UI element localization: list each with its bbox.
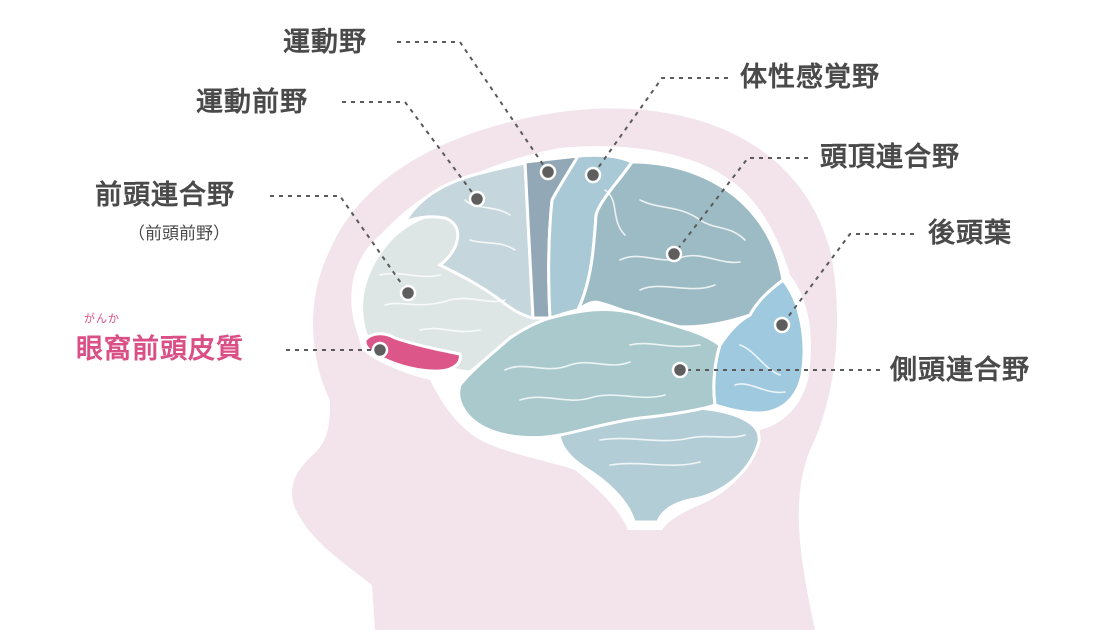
temporal-region <box>457 307 722 440</box>
label-prefrontal-association-area: 前頭連合野 <box>95 180 235 211</box>
marker-orbitofrontal <box>371 341 389 359</box>
marker-somatosensory <box>584 166 602 184</box>
marker-motor <box>539 163 557 181</box>
label-somatosensory-area: 体性感覚野 <box>740 62 880 93</box>
leader-somatosensory <box>592 77 728 176</box>
leader-occipital <box>781 233 914 326</box>
label-premotor-area: 運動前野 <box>196 87 308 118</box>
label-temporal-association-area: 側頭連合野 <box>890 355 1030 386</box>
premotor-region <box>401 161 535 320</box>
label-parietal-association-area: 頭頂連合野 <box>820 142 960 173</box>
marker-temporal <box>671 361 689 379</box>
marker-premotor <box>468 190 486 208</box>
leader-parietal <box>673 157 808 255</box>
label-orbitofrontal-reading: がんか <box>84 312 120 325</box>
leader-motor <box>397 41 549 173</box>
sulci <box>379 189 786 467</box>
label-prefrontal-note: （前頭前野） <box>128 224 230 244</box>
label-orbitofrontal-cortex: 眼窩前頭皮質 <box>76 334 244 365</box>
marker-prefrontal <box>399 284 417 302</box>
marker-parietal <box>665 245 683 263</box>
occipital-region <box>712 277 806 415</box>
label-motor-area: 運動野 <box>283 27 367 58</box>
marker-occipital <box>773 316 791 334</box>
label-occipital-lobe: 後頭葉 <box>928 218 1012 249</box>
leader-lines <box>270 41 914 371</box>
leader-premotor <box>342 101 478 200</box>
region-markers <box>371 163 791 379</box>
